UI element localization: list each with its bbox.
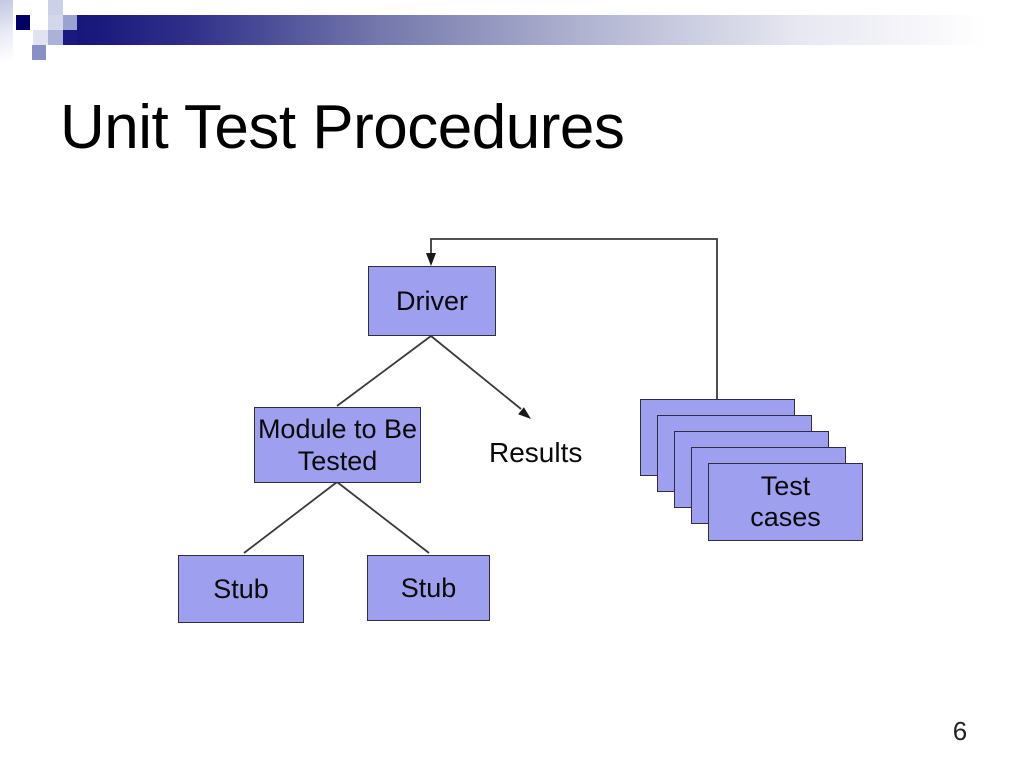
node-module-to-be-tested: Module to Be Tested: [254, 407, 421, 483]
header-gradient-strip: [0, 0, 13, 60]
node-stub-left-label: Stub: [213, 573, 269, 604]
node-stub-left: Stub: [178, 555, 304, 623]
test-cases-label: Test cases: [750, 470, 821, 532]
deco-square: [33, 30, 48, 45]
page-title: Unit Test Procedures: [60, 93, 625, 162]
driver-arrowhead-icon: [426, 253, 436, 266]
deco-square: [48, 30, 63, 45]
deco-square: [32, 45, 46, 60]
results-arrowhead-icon: [518, 407, 531, 419]
deco-square: [63, 30, 77, 45]
driver-to-results-connector: [430, 335, 522, 410]
results-label: Results: [489, 437, 583, 468]
driver-to-module-connector: [336, 335, 432, 407]
module-to-right-stub-connector: [336, 481, 430, 554]
deco-square: [63, 15, 77, 30]
deco-square-navy: [16, 15, 30, 30]
module-to-left-stub-connector: [243, 481, 338, 554]
testcases-to-driver-connector: [430, 238, 718, 399]
node-stub-right: Stub: [367, 555, 490, 621]
test-cases-card-front: Test cases: [708, 463, 863, 541]
deco-square: [48, 0, 63, 15]
page-number: 6: [952, 716, 968, 746]
header-gradient-bar: [77, 15, 1024, 45]
node-stub-right-label: Stub: [400, 572, 457, 603]
node-module-label: Module to Be Tested: [257, 413, 418, 476]
node-driver: Driver: [368, 266, 496, 336]
node-driver-label: Driver: [396, 285, 468, 316]
deco-square: [48, 15, 63, 30]
